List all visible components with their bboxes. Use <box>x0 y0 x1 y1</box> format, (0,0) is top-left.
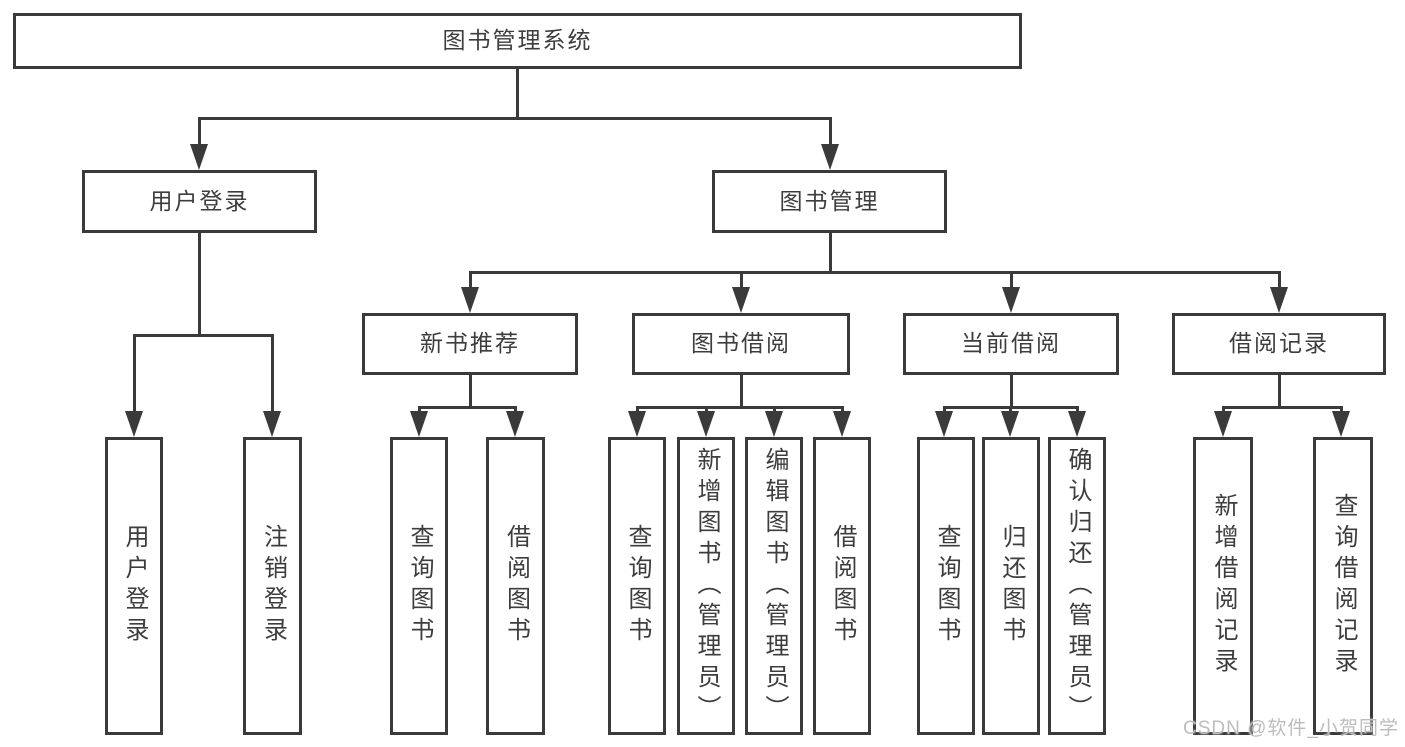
connector-arrow-shaft <box>828 116 832 145</box>
node-leaf-current-confirm-label: 确认归还（管理员） <box>1064 446 1091 726</box>
arrowhead-down-icon <box>1332 411 1350 437</box>
node-leaf-current-query: 查询图书 <box>917 437 975 735</box>
node-leaf-records-add: 新增借阅记录 <box>1193 437 1253 735</box>
node-new-book-recommend-label: 新书推荐 <box>420 330 520 357</box>
connector-hline <box>468 270 1281 274</box>
node-book-borrowing-label: 图书借阅 <box>691 330 791 357</box>
connector-vline <box>828 233 832 272</box>
node-root-label: 图书管理系统 <box>442 27 593 54</box>
node-leaf-borrowing-edit: 编辑图书（管理员） <box>745 437 803 735</box>
arrowhead-down-icon <box>190 144 208 170</box>
connector-arrow-shaft <box>739 270 743 288</box>
node-leaf-borrowing-add-label: 新增图书（管理员） <box>693 446 720 726</box>
arrowhead-down-icon <box>1068 411 1086 437</box>
node-leaf-borrowing-borrow: 借阅图书 <box>813 437 871 735</box>
node-leaf-borrowing-add: 新增图书（管理员） <box>677 437 735 735</box>
connector-hline <box>635 405 844 409</box>
arrowhead-down-icon <box>821 144 839 170</box>
connector-arrow-shaft <box>1009 270 1013 288</box>
node-leaf-records-query-label: 查询借阅记录 <box>1330 493 1357 679</box>
connector-hline <box>132 333 274 337</box>
connector-vline <box>1009 375 1013 407</box>
node-leaf-borrowing-query: 查询图书 <box>608 437 666 735</box>
connector-arrow-shaft <box>197 116 201 145</box>
node-leaf-records-query: 查询借阅记录 <box>1313 437 1373 735</box>
node-book-management: 图书管理 <box>712 170 947 233</box>
connector-arrow-shaft <box>1221 405 1225 412</box>
node-leaf-logout: 注销登录 <box>243 437 302 735</box>
node-current-borrowing: 当前借阅 <box>903 313 1119 375</box>
connector-hline <box>1221 405 1343 409</box>
arrowhead-down-icon <box>765 411 783 437</box>
node-current-borrowing-label: 当前借阅 <box>961 330 1061 357</box>
node-user-login: 用户登录 <box>82 170 317 233</box>
node-leaf-borrowing-borrow-label: 借阅图书 <box>829 524 856 648</box>
node-root: 图书管理系统 <box>13 13 1022 69</box>
connector-arrow-shaft <box>772 405 776 412</box>
arrowhead-down-icon <box>506 411 524 437</box>
node-new-book-recommend: 新书推荐 <box>362 313 578 375</box>
connector-hline <box>417 405 517 409</box>
connector-arrow-shaft <box>1339 405 1343 412</box>
node-borrowing-records-label: 借阅记录 <box>1229 330 1329 357</box>
node-leaf-borrowing-query-label: 查询图书 <box>624 524 651 648</box>
arrowhead-down-icon <box>833 411 851 437</box>
node-leaf-current-confirm: 确认归还（管理员） <box>1048 437 1106 735</box>
node-leaf-records-add-label: 新增借阅记录 <box>1210 493 1237 679</box>
connector-vline <box>468 375 472 407</box>
node-leaf-newbooks-query: 查询图书 <box>390 437 448 735</box>
node-leaf-newbooks-borrow-label: 借阅图书 <box>502 524 530 648</box>
connector-vline <box>515 69 519 118</box>
arrowhead-down-icon <box>935 411 953 437</box>
connector-hline <box>197 116 832 120</box>
arrowhead-down-icon <box>697 411 715 437</box>
node-book-management-label: 图书管理 <box>779 187 880 214</box>
connector-arrow-shaft <box>468 270 472 288</box>
arrowhead-down-icon <box>628 411 646 437</box>
connector-vline <box>197 233 201 335</box>
node-leaf-newbooks-query-label: 查询图书 <box>406 524 433 648</box>
arrowhead-down-icon <box>732 287 750 313</box>
arrowhead-down-icon <box>1270 287 1288 313</box>
arrowhead-down-icon <box>1002 287 1020 313</box>
csdn-watermark: CSDN @软件_小贺同学 <box>1183 718 1399 739</box>
connector-arrow-shaft <box>1008 405 1012 412</box>
node-leaf-current-return-label: 归还图书 <box>998 524 1025 648</box>
arrowhead-down-icon <box>461 287 479 313</box>
connector-arrow-shaft <box>270 333 274 412</box>
connector-arrow-shaft <box>635 405 639 412</box>
connector-vline <box>1277 375 1281 407</box>
connector-arrow-shaft <box>1075 405 1079 412</box>
node-leaf-user-login: 用户登录 <box>105 437 163 735</box>
node-leaf-user-login-label: 用户登录 <box>121 524 148 648</box>
connector-arrow-shaft <box>132 333 136 412</box>
node-book-borrowing: 图书借阅 <box>632 313 850 375</box>
node-user-login-label: 用户登录 <box>149 187 250 214</box>
connector-arrow-shaft <box>840 405 844 412</box>
connector-arrow-shaft <box>417 405 421 412</box>
arrowhead-down-icon <box>410 411 428 437</box>
connector-vline <box>739 375 743 407</box>
node-borrowing-records: 借阅记录 <box>1172 313 1386 375</box>
connector-arrow-shaft <box>513 405 517 412</box>
node-leaf-newbooks-borrow: 借阅图书 <box>486 437 545 735</box>
node-leaf-current-return: 归还图书 <box>982 437 1040 735</box>
node-leaf-borrowing-edit-label: 编辑图书（管理员） <box>761 446 788 726</box>
connector-arrow-shaft <box>942 405 946 412</box>
node-leaf-current-query-label: 查询图书 <box>933 524 960 648</box>
arrowhead-down-icon <box>1001 411 1019 437</box>
arrowhead-down-icon <box>125 411 143 437</box>
arrowhead-down-icon <box>1214 411 1232 437</box>
connector-arrow-shaft <box>704 405 708 412</box>
node-leaf-logout-label: 注销登录 <box>259 524 287 648</box>
connector-arrow-shaft <box>1277 270 1281 288</box>
arrowhead-down-icon <box>263 411 281 437</box>
